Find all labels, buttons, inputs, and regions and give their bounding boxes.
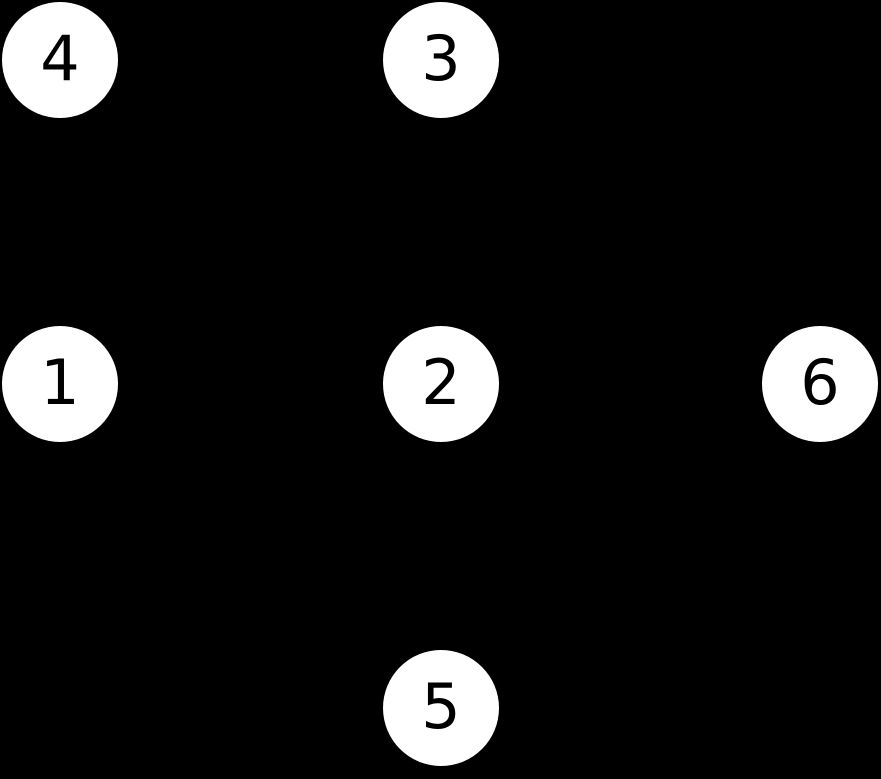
graph-node-2[interactable]: 2 <box>383 326 499 442</box>
graph-node-label: 3 <box>421 22 461 95</box>
graph-node-5[interactable]: 5 <box>383 650 499 766</box>
graph-node-label: 4 <box>40 22 80 95</box>
graph-node-3[interactable]: 3 <box>383 2 499 118</box>
graph-node-label: 2 <box>421 346 461 419</box>
graph-node-1[interactable]: 1 <box>2 326 118 442</box>
graph-node-4[interactable]: 4 <box>2 2 118 118</box>
graph-node-label: 6 <box>800 346 840 419</box>
graph-node-label: 5 <box>421 670 461 743</box>
graph-node-6[interactable]: 6 <box>762 326 878 442</box>
graph-node-label: 1 <box>40 346 80 419</box>
